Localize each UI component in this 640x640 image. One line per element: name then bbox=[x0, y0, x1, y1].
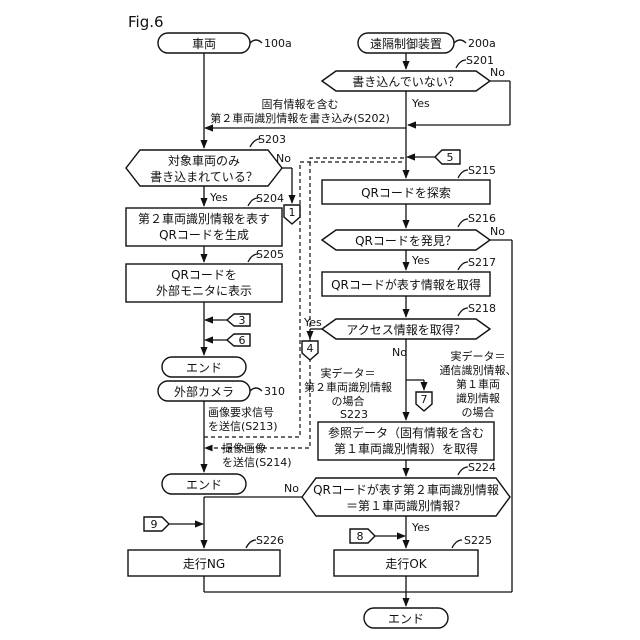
case-right-line5: の場合 bbox=[462, 405, 495, 419]
s225-step: S225 bbox=[464, 534, 492, 547]
s205-line1: QRコードを bbox=[171, 268, 237, 282]
s223-line2: 第１車両識別情報）を取得 bbox=[334, 441, 478, 456]
s203-yes: Yes bbox=[209, 191, 228, 204]
remote-end-label: エンド bbox=[388, 612, 424, 626]
connector-1-label: 1 bbox=[289, 206, 296, 219]
s217-process: QRコードが表す情報を取得 bbox=[322, 272, 490, 296]
s217-step: S217 bbox=[468, 256, 496, 269]
s204-process: 第２車両識別情報を表す QRコードを生成 bbox=[126, 208, 282, 246]
connector-8: 8 bbox=[350, 529, 375, 543]
s214-line2: を送信(S214) bbox=[222, 455, 292, 469]
case-right-line1: 実データ＝ bbox=[451, 349, 506, 363]
s216-text: QRコードを発見？ bbox=[355, 234, 457, 248]
s224-decision: QRコードが表す第２車両識別情報 ＝第１車両識別情報？ bbox=[302, 478, 510, 516]
s201-yes: Yes bbox=[411, 97, 430, 110]
connector-5-label: 5 bbox=[447, 151, 454, 164]
s215-process: QRコードを探索 bbox=[322, 180, 490, 204]
vehicle-end-1-label: エンド bbox=[186, 361, 222, 375]
s215-text: QRコードを探索 bbox=[361, 186, 451, 200]
s216-no: No bbox=[490, 225, 505, 238]
case-left-line1: 実データ＝ bbox=[321, 366, 376, 380]
connector-3-label: 3 bbox=[239, 314, 246, 327]
s218-no: No bbox=[392, 346, 407, 359]
s225-process: 走行OK bbox=[334, 550, 478, 576]
case-right-line4: 識別情報 bbox=[456, 392, 500, 405]
s204-step: S204 bbox=[256, 192, 284, 205]
case-left-line3: の場合 bbox=[332, 394, 365, 408]
connector-7-label: 7 bbox=[421, 393, 428, 406]
camera-ref: 310 bbox=[264, 385, 285, 398]
s201-no: No bbox=[490, 66, 505, 79]
remote-end: エンド bbox=[364, 608, 448, 628]
s224-no: No bbox=[284, 482, 299, 495]
s203-no: No bbox=[276, 152, 291, 165]
vehicle-ref: 100a bbox=[264, 37, 292, 50]
s203-line2: 書き込まれている？ bbox=[150, 170, 258, 184]
connector-9-label: 9 bbox=[151, 518, 158, 531]
s201-decision: 書き込んでいない？ bbox=[322, 71, 490, 91]
external-camera-label: 外部カメラ bbox=[174, 384, 234, 399]
connector-4-label: 4 bbox=[307, 342, 314, 355]
remote-start: 遠隔制御装置 bbox=[358, 33, 454, 53]
s224-step: S224 bbox=[468, 461, 496, 474]
s202-line1: 固有情報を含む bbox=[262, 97, 339, 111]
s224-yes: Yes bbox=[411, 521, 430, 534]
s218-step: S218 bbox=[468, 302, 496, 315]
s203-line1: 対象車両のみ bbox=[168, 154, 240, 168]
connector-3: 3 bbox=[227, 314, 250, 327]
vehicle-start: 車両 bbox=[158, 33, 250, 53]
s226-process: 走行NG bbox=[128, 550, 280, 576]
connector-7: 7 bbox=[416, 392, 432, 411]
remote-start-label: 遠隔制御装置 bbox=[370, 36, 442, 51]
case-left-line2: 第２車両識別情報 bbox=[304, 380, 392, 394]
connector-4: 4 bbox=[302, 341, 318, 360]
s226-text: 走行NG bbox=[183, 557, 225, 571]
s216-decision: QRコードを発見？ bbox=[322, 230, 490, 250]
s217-text: QRコードが表す情報を取得 bbox=[331, 277, 481, 292]
s205-process: QRコードを 外部モニタに表示 bbox=[126, 264, 282, 302]
s224-line1: QRコードが表す第２車両識別情報 bbox=[313, 482, 499, 497]
s215-step: S215 bbox=[468, 164, 496, 177]
connector-9: 9 bbox=[144, 517, 169, 531]
s225-text: 走行OK bbox=[385, 557, 427, 571]
s218-decision: アクセス情報を取得？ bbox=[322, 319, 490, 339]
s204-line2: QRコードを生成 bbox=[159, 228, 249, 242]
connector-1: 1 bbox=[284, 205, 300, 224]
case-right-line3: 第１車両 bbox=[456, 377, 500, 391]
s216-step: S216 bbox=[468, 212, 496, 225]
s216-yes: Yes bbox=[411, 254, 430, 267]
s203-decision: 対象車両のみ 書き込まれている？ bbox=[126, 150, 282, 186]
s213-line2: を送信(S213) bbox=[208, 419, 278, 433]
s202-line2: 第２車両識別情報を書き込み(S202) bbox=[210, 111, 390, 125]
connector-6: 6 bbox=[227, 334, 250, 347]
s223-step: S223 bbox=[340, 408, 368, 421]
s203-step: S203 bbox=[258, 133, 286, 146]
connector-8-label: 8 bbox=[357, 530, 364, 543]
connector-5: 5 bbox=[435, 150, 460, 164]
s223-process: 参照データ（固有情報を含む 第１車両識別情報）を取得 bbox=[318, 422, 494, 460]
s205-step: S205 bbox=[256, 248, 284, 261]
s205-line2: 外部モニタに表示 bbox=[156, 283, 252, 298]
s218-yes: Yes bbox=[303, 316, 322, 329]
s213-line1: 画像要求信号 bbox=[208, 406, 274, 419]
s223-line1: 参照データ（固有情報を含む bbox=[328, 425, 484, 440]
vehicle-end-2: エンド bbox=[162, 474, 246, 494]
s226-step: S226 bbox=[256, 534, 284, 547]
s204-line1: 第２車両識別情報を表す bbox=[138, 212, 270, 226]
vehicle-end-2-label: エンド bbox=[186, 478, 222, 492]
s201-text: 書き込んでいない？ bbox=[352, 75, 459, 89]
vehicle-start-label: 車両 bbox=[192, 37, 216, 51]
s218-text: アクセス情報を取得？ bbox=[346, 322, 465, 337]
vehicle-end-1: エンド bbox=[162, 357, 246, 377]
case-right-line2: 通信識別情報、 bbox=[440, 364, 517, 377]
remote-ref: 200a bbox=[468, 37, 496, 50]
connector-6-label: 6 bbox=[239, 334, 246, 347]
s224-line2: ＝第１車両識別情報？ bbox=[346, 499, 466, 513]
external-camera: 外部カメラ bbox=[158, 381, 250, 401]
figure-label: Fig.6 bbox=[128, 13, 164, 31]
